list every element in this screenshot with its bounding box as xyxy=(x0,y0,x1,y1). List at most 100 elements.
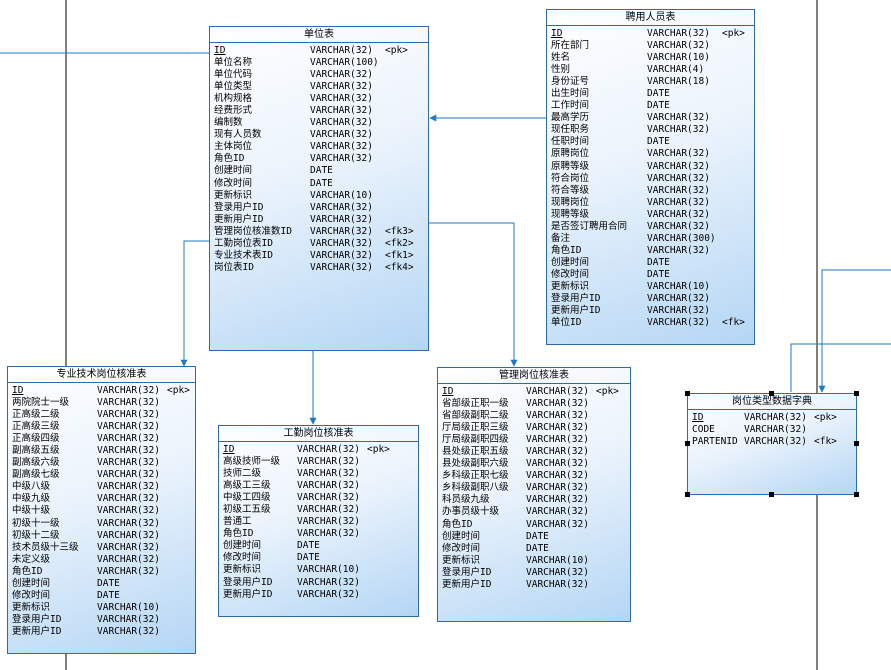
selection-handle-bottom-mid[interactable] xyxy=(769,492,774,497)
selection-handle-mid-left[interactable] xyxy=(685,441,690,446)
selection-handle-bottom-left[interactable] xyxy=(685,492,690,497)
selection-handle-bottom-right[interactable] xyxy=(854,492,859,497)
selection-handle-top-left[interactable] xyxy=(685,391,690,396)
selection-handle-top-mid[interactable] xyxy=(769,391,774,396)
selection-handle-top-right[interactable] xyxy=(854,391,859,396)
